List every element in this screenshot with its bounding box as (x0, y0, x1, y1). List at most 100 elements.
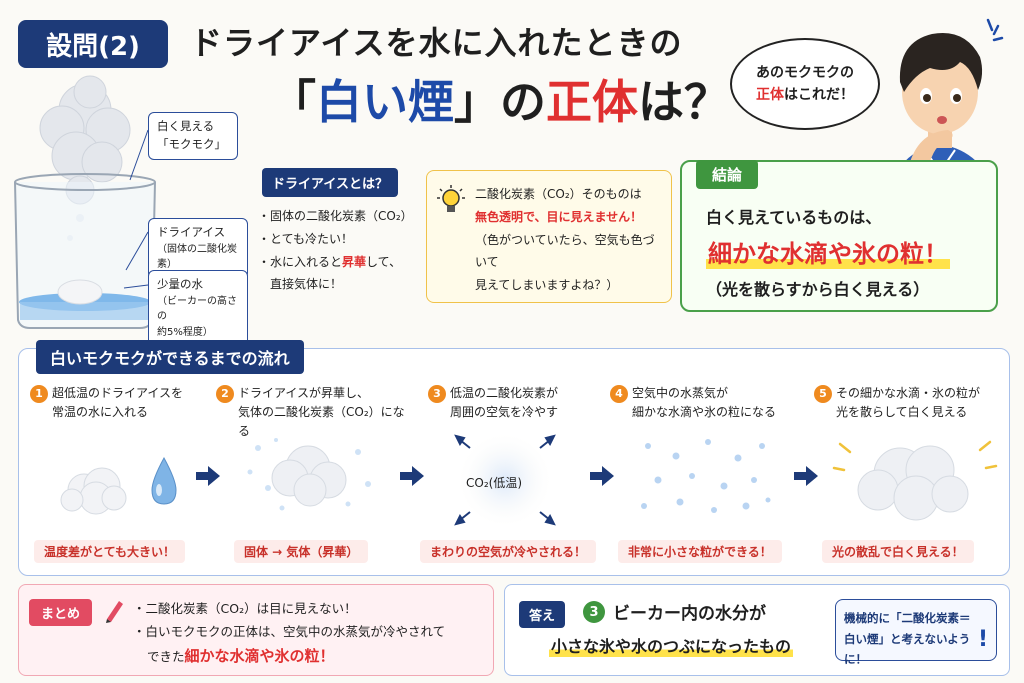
bubble-rest: はこれだ！ (784, 87, 854, 103)
step3-number: 3 (428, 385, 446, 403)
flow-step-2: 2 ドライアイスが昇華し、気体の二酸化炭素（CO₂）になる (216, 384, 416, 442)
conclusion-badge: 結論 (696, 160, 759, 189)
step4-line2: 細かな水滴や氷の粒になる (632, 405, 777, 420)
callout-lines (123, 129, 149, 289)
conclusion-line3: （光を散らすから白く見える） (706, 280, 930, 299)
step1-result-pill: 温度差がとても大きい！ (34, 540, 186, 563)
title-identity: 正体 (546, 75, 638, 129)
dry-ice-title: ドライアイスとは？ (262, 168, 398, 197)
title-question: は？ (638, 75, 730, 129)
bubble-line1: あのモクモクの (756, 64, 854, 81)
lightbulb-icon (437, 185, 465, 212)
flow-arrow-4 (794, 466, 818, 486)
callout2-line1: ドライアイス (157, 225, 226, 239)
step3-line1: 低温の二酸化炭素が (450, 386, 559, 400)
flow-step-3: 3 低温の二酸化炭素が周囲の空気を冷やす (428, 384, 618, 422)
dry-ice-item1: 固体の二酸化炭素（CO₂） (258, 205, 418, 228)
dry-ice-item3: 水に入れると昇華して、 (258, 251, 418, 274)
conclusion-line1: 白く見えているものは、 (706, 208, 882, 227)
step3-result-pill: まわりの空気が冷やされる！ (420, 540, 597, 563)
title-quote-close: 」の (454, 75, 546, 129)
item3-post: して、 (366, 254, 402, 269)
info-line1: 二酸化炭素（CO₂）そのものは (475, 187, 642, 201)
callout-white-smoke: 白く見える 「モクモク」 (148, 112, 238, 160)
dry-ice-item2: とても冷たい！ (258, 228, 418, 251)
page-title-line2: 「白い煙」の正体は？ (270, 66, 730, 132)
pencil-icon (106, 601, 123, 623)
title-white-smoke: 白い煙 (316, 75, 454, 129)
callout1-line2: 「モクモク」 (157, 136, 226, 151)
info-line3: （色がついていたら、空気も色づいて (475, 232, 655, 270)
water-droplets-icon (641, 439, 771, 513)
answer-badge: 答え (519, 601, 566, 628)
answer-line1: ビーカー内の水分が (613, 604, 766, 624)
conclusion-panel: 結論 白く見えているものは、 細かな水滴や氷の粒！ （光を散らすから白く見える） (680, 160, 998, 312)
dry-ice-list: 固体の二酸化炭素（CO₂） とても冷たい！ 水に入れると昇華して、 直接気体に！ (258, 205, 418, 296)
step2-number: 2 (216, 385, 234, 403)
step2-result-pill: 固体 → 気体（昇華） (234, 540, 369, 563)
co2-info-panel: 二酸化炭素（CO₂）そのものは 無色透明で、目に見えません！ （色がついていたら… (426, 170, 672, 303)
note-line2: 白い煙」と考えないように！ (844, 631, 971, 667)
speech-bubble: あのモクモクの 正体はこれだ！ (730, 38, 880, 130)
summary-line3: できた細かな水滴や氷の粒！ (133, 643, 445, 671)
conclusion-line2: 細かな水滴や氷の粒！ (706, 234, 950, 269)
answer-line2: 小さな氷や水のつぶになったもの (549, 633, 794, 657)
summary-line3-pre: できた (147, 649, 185, 665)
flow-step-4: 4 空気中の水蒸気が細かな水滴や氷の粒になる (610, 384, 800, 422)
step1-line1: 超低温のドライアイスを (52, 386, 184, 400)
answer-panel: 答え 3 ビーカー内の水分が 小さな氷や水のつぶになったもの 機械的に「二酸化炭… (504, 584, 1010, 676)
item3-red: 昇華 (342, 254, 367, 269)
step3-line2: 周囲の空気を冷やす (450, 405, 559, 420)
info-line2: 無色透明で、目に見えません！ (475, 209, 643, 224)
summary-text: 二酸化炭素（CO₂）は目に見えない！ 白いモクモクの正体は、空気中の水蒸気が冷や… (133, 597, 446, 671)
note-line1: 機械的に「二酸化炭素＝ (844, 611, 971, 625)
flow-arrow-2 (400, 466, 424, 486)
flow-step-1: 1 超低温のドライアイスを常温の水に入れる (30, 384, 220, 422)
step2-line2: 気体の二酸化炭素（CO₂）になる (238, 405, 405, 439)
step4-number: 4 (610, 385, 628, 403)
step1-line2: 常温の水に入れる (52, 405, 149, 420)
summary-line1: 二酸化炭素（CO₂）は目に見えない！ (133, 597, 445, 620)
exclamation-icon: ! (977, 627, 988, 652)
summary-panel: まとめ 二酸化炭素（CO₂）は目に見えない！ 白いモクモクの正体は、空気中の水蒸… (18, 584, 494, 676)
cold-co2-icon (454, 434, 556, 526)
callout-water: 少量の水 （ビーカーの高さの 約5%程度） (148, 270, 248, 347)
callout3-line1: 少量の水 (157, 277, 203, 291)
callout1-line1: 白く見える (157, 119, 215, 133)
flow-arrow-3 (590, 466, 614, 486)
step4-result-pill: 非常に小さな粒ができる！ (618, 540, 782, 563)
item3-pre: 水に入れると (270, 254, 343, 269)
callout3-line2: （ビーカーの高さの (157, 295, 237, 323)
step5-line1: その細かな水滴・氷の粒が (836, 386, 981, 400)
sublimation-cloud-icon (247, 438, 371, 511)
page-title-line1: ドライアイスを水に入れたときの (190, 24, 683, 62)
dry-ice-panel: ドライアイスとは？ 固体の二酸化炭素（CO₂） とても冷たい！ 水に入れると昇華… (258, 168, 418, 296)
callout-dry-ice: ドライアイス （固体の二酸化炭素） (148, 218, 248, 279)
bubble-line2: 正体はこれだ！ (756, 84, 854, 106)
dry-ice-and-water-drop-icon (60, 456, 177, 515)
white-cloud-scatter-icon (832, 440, 998, 521)
step1-number: 1 (30, 385, 48, 403)
answer-number: 3 (583, 601, 605, 623)
step2-line1: ドライアイスが昇華し、 (238, 386, 370, 400)
bubble-red: 正体 (756, 87, 784, 103)
step5-line2: 光を散らして白く見える (836, 405, 968, 420)
callout3-line3: 約5%程度） (157, 326, 213, 338)
flow-step-5: 5 その細かな水滴・氷の粒が光を散らして白く見える (814, 384, 1004, 422)
step5-number: 5 (814, 385, 832, 403)
answer-note: 機械的に「二酸化炭素＝ 白い煙」と考えないように！ ! (835, 599, 997, 666)
beaker-illustration (14, 75, 156, 329)
summary-line3-red: 細かな水滴や氷の粒！ (184, 647, 335, 666)
step5-result-pill: 光の散乱で白く見える！ (822, 540, 974, 563)
flow-title: 白いモクモクができるまでの流れ (36, 340, 304, 374)
summary-badge: まとめ (29, 599, 93, 626)
flow-arrow-1 (196, 466, 220, 486)
dry-ice-item3-line2: 直接気体に！ (270, 277, 343, 292)
question-badge: 設問(2) (18, 20, 168, 68)
step4-line1: 空気中の水蒸気が (632, 386, 729, 400)
title-quote-open: 「 (270, 75, 316, 129)
summary-line2: 白いモクモクの正体は、空気中の水蒸気が冷やされて (133, 620, 446, 643)
callout2-line2: （固体の二酸化炭素） (157, 243, 237, 271)
co2-cold-label: CO₂(低温) (466, 476, 522, 490)
info-line4: 見えてしまいますよね？） (475, 278, 619, 293)
